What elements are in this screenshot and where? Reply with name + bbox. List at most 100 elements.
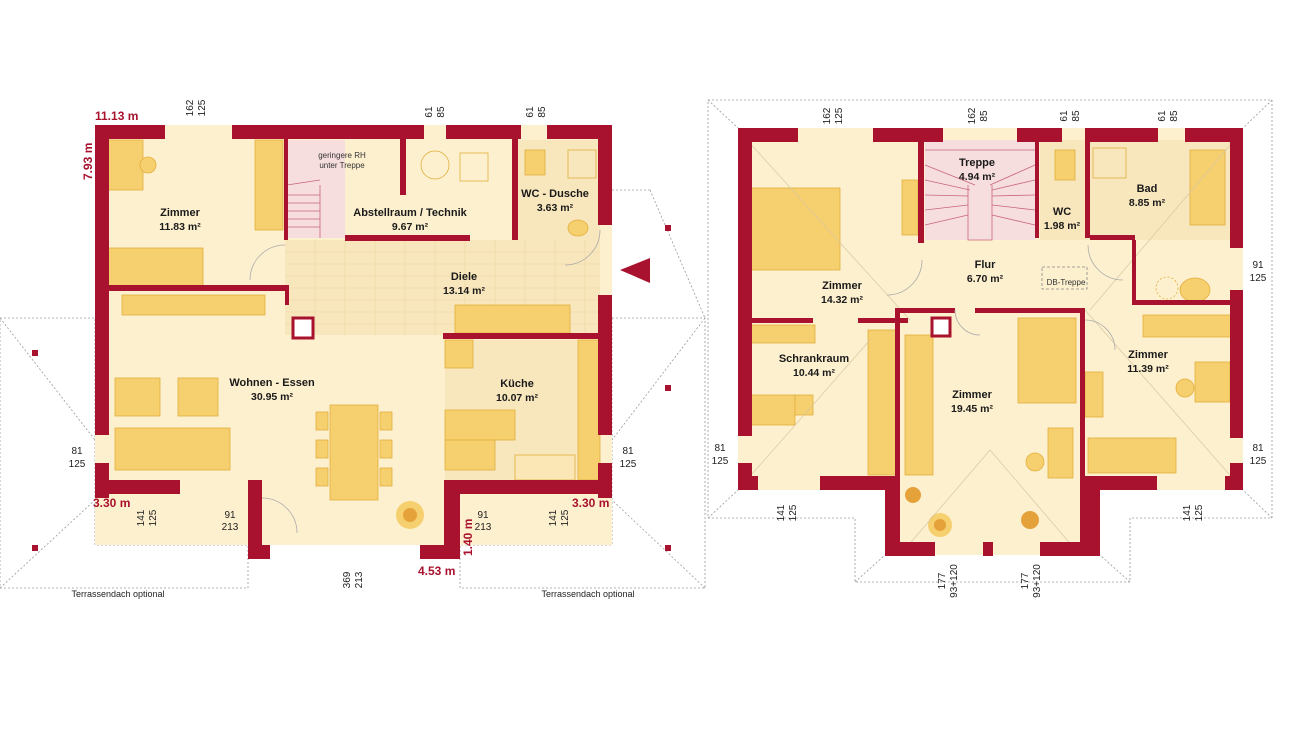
uf-window-1-w: 162: [822, 107, 833, 124]
uf-room-wc-name: WC: [1053, 206, 1071, 218]
gf-stair-note-line2: unter Treppe: [319, 161, 365, 170]
uf-room-zimmer-1-area: 14.32 m²: [821, 294, 864, 306]
gf-window-3-w: 61: [525, 106, 536, 118]
uf-window-9-w: 141: [1182, 504, 1193, 521]
uf-window-7-w: 81: [1252, 443, 1264, 454]
upper-stair: [924, 140, 1036, 241]
ground-decor: [291, 316, 424, 529]
gf-recess-width: 4.53 m: [418, 564, 455, 578]
gf-window-7-h: 213: [222, 522, 239, 533]
uf-window-6-w: 81: [714, 443, 726, 454]
uf-window-labels: 162 125 162 85 61 85 61 85 91 125 81 125…: [712, 107, 1267, 598]
ground-doors: [249, 229, 601, 534]
gf-recess-depth: 1.40 m: [461, 519, 475, 556]
uf-window-8-w: 141: [776, 504, 787, 521]
upper-doors: [886, 244, 1124, 351]
uf-room-flur-area: 6.70 m²: [967, 273, 1004, 285]
uf-window-4-h: 85: [1169, 110, 1180, 122]
terrace-posts: [32, 225, 671, 551]
gf-window-1-h: 125: [197, 99, 208, 116]
uf-room-zimmer-2-area: 19.45 m²: [951, 403, 994, 415]
upper-floor-plan: Treppe 4.94 m² WC 1.98 m² Bad 8.85 m² Zi…: [707, 99, 1273, 598]
uf-room-zimmer-3-area: 11.39 m²: [1127, 363, 1169, 375]
uf-room-zimmer-3-name: Zimmer: [1128, 349, 1168, 361]
uf-room-zimmer-1-name: Zimmer: [822, 280, 862, 292]
ground-furniture: [107, 139, 601, 501]
uf-window-10-w: 177: [937, 572, 948, 589]
uf-window-8-h: 125: [788, 504, 799, 521]
gf-room-wohnen-essen-area: 30.95 m²: [251, 391, 294, 403]
uf-room-zimmer-2-name: Zimmer: [952, 389, 992, 401]
uf-window-5-w: 91: [1252, 260, 1264, 271]
uf-window-2-h: 85: [979, 110, 990, 122]
uf-window-5-h: 125: [1250, 273, 1267, 284]
uf-room-treppe-area: 4.94 m²: [959, 171, 996, 183]
uf-window-6-h: 125: [712, 456, 729, 467]
gf-width-label: 11.13 m: [95, 109, 138, 123]
entrance-marker: [620, 258, 650, 283]
uf-room-wc-area: 1.98 m²: [1044, 220, 1081, 232]
upper-walls: [738, 128, 1243, 556]
uf-window-3-h: 85: [1071, 110, 1082, 122]
gf-window-labels: 162 125 61 85 61 85 81 125 81 125 141 12…: [69, 99, 637, 588]
ground-floor-plan: Zimmer 11.83 m² Abstellraum / Technik 9.…: [0, 99, 706, 599]
gf-room-wohnen-essen-name: Wohnen - Essen: [229, 377, 315, 389]
uf-db-stair-label: DB-Treppe: [1047, 278, 1086, 287]
gf-window-7-w: 91: [224, 510, 236, 521]
uf-room-schrankraum-area: 10.44 m²: [793, 367, 836, 379]
ground-walls: [95, 125, 612, 559]
uf-window-4-w: 61: [1157, 110, 1168, 122]
gf-room-abstellraum-area: 9.67 m²: [392, 221, 429, 233]
gf-window-1-w: 162: [185, 99, 196, 116]
gf-terrace-right-width: 3.30 m: [572, 496, 609, 510]
uf-window-11-w: 177: [1020, 572, 1031, 589]
uf-window-11-h: 93+120: [1032, 564, 1043, 598]
gf-window-8-h: 213: [354, 571, 365, 588]
gf-window-5-h: 125: [620, 459, 637, 470]
gf-window-4-h: 125: [69, 459, 86, 470]
uf-window-10-h: 93+120: [949, 564, 960, 598]
gf-window-10-h: 125: [560, 509, 571, 526]
gf-window-2-h: 85: [436, 106, 447, 118]
gf-terrace-right-label: Terrassendach optional: [541, 589, 634, 599]
gf-window-5-w: 81: [622, 446, 634, 457]
uf-room-treppe-name: Treppe: [959, 157, 995, 169]
ground-stair: [286, 140, 345, 238]
roof-lines: [737, 129, 1244, 556]
gf-window-10-w: 141: [548, 509, 559, 526]
gf-room-zimmer-name: Zimmer: [160, 207, 200, 219]
upper-decor: [905, 316, 1039, 537]
gf-terrace-left-label: Terrassendach optional: [71, 589, 164, 599]
uf-window-1-h: 125: [834, 107, 845, 124]
gf-room-kueche-area: 10.07 m²: [496, 392, 539, 404]
gf-room-diele-area: 13.14 m²: [443, 285, 486, 297]
uf-window-9-h: 125: [1194, 504, 1205, 521]
gf-window-2-w: 61: [424, 106, 435, 118]
gf-window-9-h: 213: [475, 522, 492, 533]
gf-room-kueche-name: Küche: [500, 378, 534, 390]
gf-window-3-h: 85: [537, 106, 548, 118]
gf-window-6-w: 141: [136, 509, 147, 526]
uf-window-3-w: 61: [1059, 110, 1070, 122]
uf-room-schrankraum-name: Schrankraum: [779, 353, 850, 365]
gf-terrace-left-width: 3.30 m: [93, 496, 130, 510]
gf-window-9-w: 91: [477, 510, 489, 521]
gf-room-wc-dusche-area: 3.63 m²: [537, 202, 574, 214]
uf-window-7-h: 125: [1250, 456, 1267, 467]
gf-room-abstellraum-name: Abstellraum / Technik: [353, 207, 467, 219]
gf-stair-note-line1: geringere RH: [318, 151, 366, 160]
gf-window-6-h: 125: [148, 509, 159, 526]
uf-window-2-w: 162: [967, 107, 978, 124]
uf-room-bad-name: Bad: [1137, 183, 1158, 195]
gf-depth-label: 7.93 m: [81, 143, 95, 180]
gf-window-4-w: 81: [71, 446, 83, 457]
terrace-roof-outlines: [0, 189, 706, 589]
gf-room-zimmer-area: 11.83 m²: [159, 221, 201, 233]
gf-window-8-w: 369: [342, 571, 353, 588]
gf-room-diele-name: Diele: [451, 271, 477, 283]
gf-room-wc-dusche-name: WC - Dusche: [521, 188, 589, 200]
db-stair-hatch: [1041, 266, 1088, 290]
uf-room-bad-area: 8.85 m²: [1129, 197, 1166, 209]
roof-outline: [707, 99, 1273, 583]
